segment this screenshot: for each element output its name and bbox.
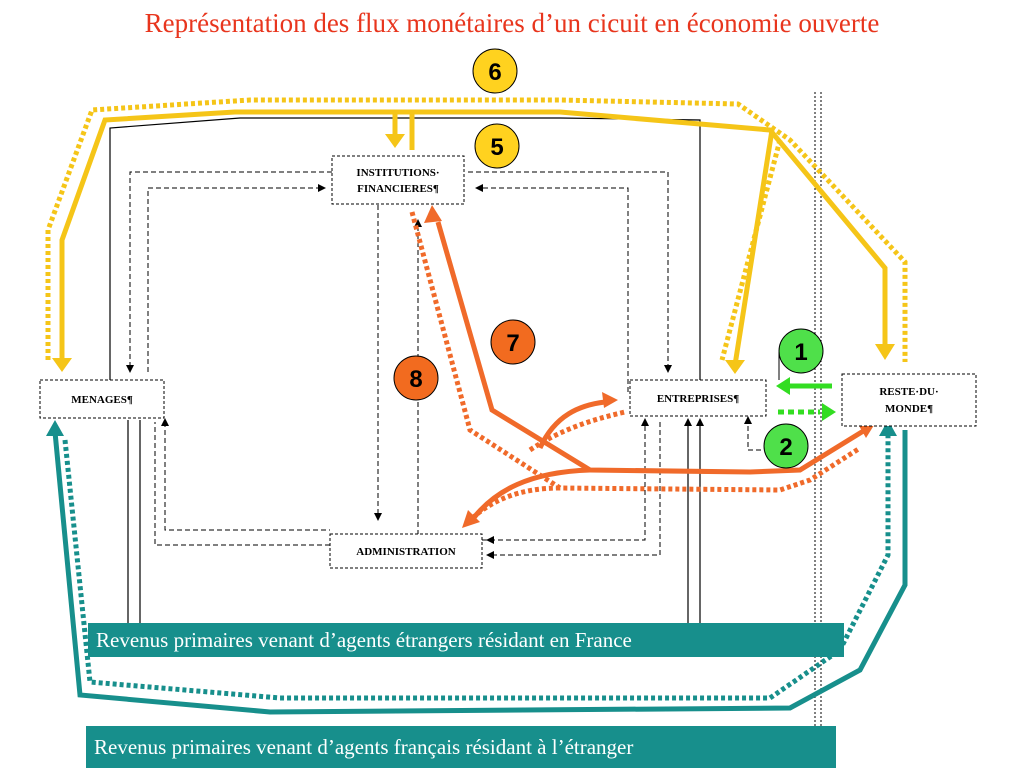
node-entreprises: ENTREPRISES¶	[629, 379, 767, 417]
reste-du-monde-label-line1: RESTE·DU·	[879, 386, 938, 398]
yellow-arrowheads	[52, 134, 895, 374]
node-administration: ADMINISTRATION	[329, 533, 483, 569]
badge-2: 2	[763, 423, 809, 469]
yellow-flows	[59, 109, 888, 366]
administration-label: ADMINISTRATION	[356, 546, 455, 558]
svg-text:8: 8	[409, 366, 422, 393]
svg-text:5: 5	[490, 134, 503, 161]
institutions-label-line2: FINANCIERES¶	[357, 183, 439, 195]
black-frame-lines	[109, 117, 701, 628]
badge-8: 8	[393, 355, 439, 401]
badge-6: 6	[472, 48, 518, 94]
badge-7: 7	[490, 319, 536, 365]
node-institutions-financieres: INSTITUTIONS· FINANCIERES¶	[331, 155, 465, 205]
green-flows	[776, 377, 836, 421]
badge-1: 1	[778, 328, 824, 374]
black-dashed-flows	[126, 171, 765, 556]
svg-text:1: 1	[794, 339, 807, 366]
badge-5: 5	[474, 123, 520, 169]
reste-du-monde-label-line2: MONDE¶	[885, 403, 933, 415]
diagram-title: Représentation des flux monétaires d’un …	[144, 8, 880, 38]
entreprises-label: ENTREPRISES¶	[657, 393, 739, 405]
teal-dotted-flows	[62, 432, 891, 701]
svg-text:7: 7	[506, 330, 519, 357]
menages-label: MENAGES¶	[71, 394, 133, 406]
svg-text:2: 2	[779, 434, 792, 461]
svg-text:6: 6	[488, 59, 501, 86]
boundary-line	[814, 92, 822, 728]
caption-outbound-revenues: Revenus primaires venant d’agents frança…	[86, 726, 836, 768]
teal-arrowheads	[46, 420, 897, 436]
black-arrowheads	[161, 416, 752, 559]
caption-inbound-revenues: Revenus primaires venant d’agents étrang…	[88, 623, 844, 657]
institutions-label-line1: INSTITUTIONS·	[356, 167, 439, 179]
orange-dotted-flows	[409, 211, 862, 522]
yellow-dotted-flows	[45, 97, 908, 362]
teal-flows	[52, 430, 908, 715]
node-reste-du-monde: RESTE·DU· MONDE¶	[841, 373, 977, 427]
node-menages: MENAGES¶	[39, 379, 165, 419]
